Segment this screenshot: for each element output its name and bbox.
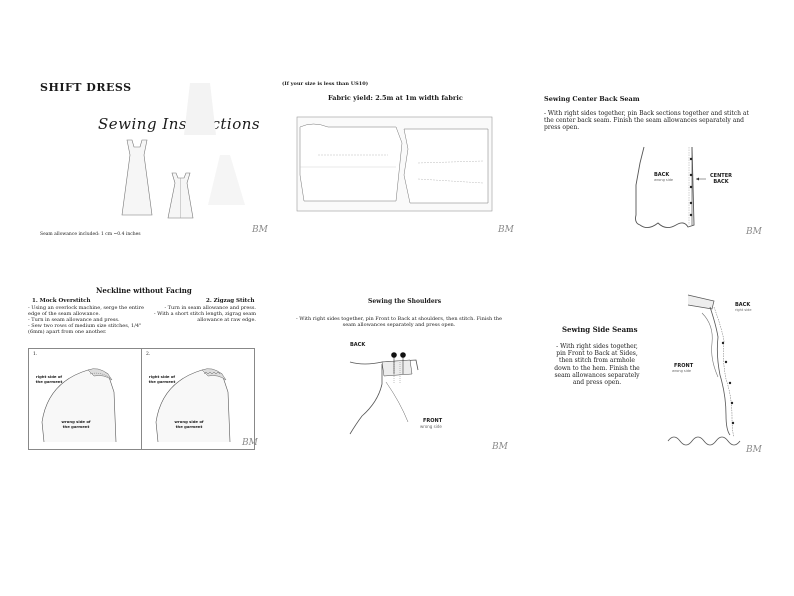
fabric-layout-diagram — [296, 116, 493, 212]
step2-body: - Turn in seam allowance and press. - Wi… — [153, 305, 256, 323]
panel-center-back-seam: Sewing Center Back Seam - With right sid… — [536, 75, 786, 250]
brand-logo: BM — [498, 225, 514, 235]
panel5-body: - With right sides together, pin Front t… — [296, 316, 502, 328]
panel-neckline: Neckline without Facing 1. Mock Overstit… — [28, 282, 278, 457]
brand-logo: BM — [746, 445, 762, 455]
panel6-body: - With right sides together, pin Front t… — [554, 343, 640, 387]
side-front-sublabel: wrong side — [672, 369, 692, 373]
panel3-body: - With right sides together, pin Back se… — [544, 110, 749, 131]
brand-logo: BM — [492, 442, 508, 452]
fabric-yield-title: Fabric yield: 2.5m at 1m width fabric — [328, 94, 463, 102]
side-seam-diagram — [667, 294, 741, 446]
side-back-sublabel: right side — [735, 308, 752, 312]
center-back-label: CENTER BACK — [710, 173, 732, 185]
size-note: (If your size is less than US10) — [282, 81, 369, 87]
brand-logo: BM — [252, 225, 268, 235]
back-sublabel: wrong side — [654, 178, 674, 182]
step2-title: 2. Zigzag Stitch — [206, 298, 255, 304]
neckline-diagrams — [41, 368, 231, 443]
panel1-subtitle: Sewing Instructions — [98, 115, 261, 133]
fig1-number: 1. — [33, 352, 38, 357]
step1-title: 1. Mock Overstitch — [32, 298, 91, 304]
shoulder-front-sublabel: wrong side — [420, 424, 442, 429]
panel4-title: Neckline without Facing — [96, 286, 192, 295]
fig1-wrong-side-label: wrong side of the garment — [61, 419, 91, 429]
figure-zigzag-stitch — [141, 348, 255, 450]
fig2-right-side-label: right side of the garment — [148, 374, 176, 384]
dress-illustrations — [121, 83, 245, 219]
back-label: BACK — [654, 172, 670, 178]
panel-side-seams: Sewing Side Seams - With right sides tog… — [540, 285, 790, 460]
seam-allowance-note: Seam allowance included: 1 cm ~0.4 inche… — [40, 232, 141, 237]
fig2-wrong-side-label: wrong side of the garment — [174, 419, 204, 429]
brand-logo: BM — [242, 438, 258, 448]
side-back-label: BACK — [735, 302, 751, 308]
shoulder-back-label: BACK — [350, 342, 366, 348]
panel-fabric-layout: (If your size is less than US10) Fabric … — [278, 75, 528, 250]
step1-body: - Using an overlock machine, serge the e… — [28, 305, 144, 335]
center-back-diagram — [635, 146, 706, 228]
shoulder-diagram — [349, 352, 419, 435]
side-front-label: FRONT — [674, 363, 694, 369]
brand-logo: BM — [746, 227, 762, 237]
panel-shift-dress-cover: SHIFT DRESS Sewing Instructions Seam all… — [30, 75, 280, 250]
panel6-title: Sewing Side Seams — [562, 325, 638, 334]
shoulder-front-label: FRONT — [423, 418, 443, 424]
panel3-title: Sewing Center Back Seam — [544, 95, 640, 103]
fig1-right-side-label: right side of the garment — [35, 374, 63, 384]
fig2-number: 2. — [146, 352, 151, 357]
panel5-title: Sewing the Shoulders — [368, 298, 442, 305]
panel1-title: SHIFT DRESS — [40, 81, 132, 94]
panel-shoulders: Sewing the Shoulders - With right sides … — [290, 292, 540, 467]
